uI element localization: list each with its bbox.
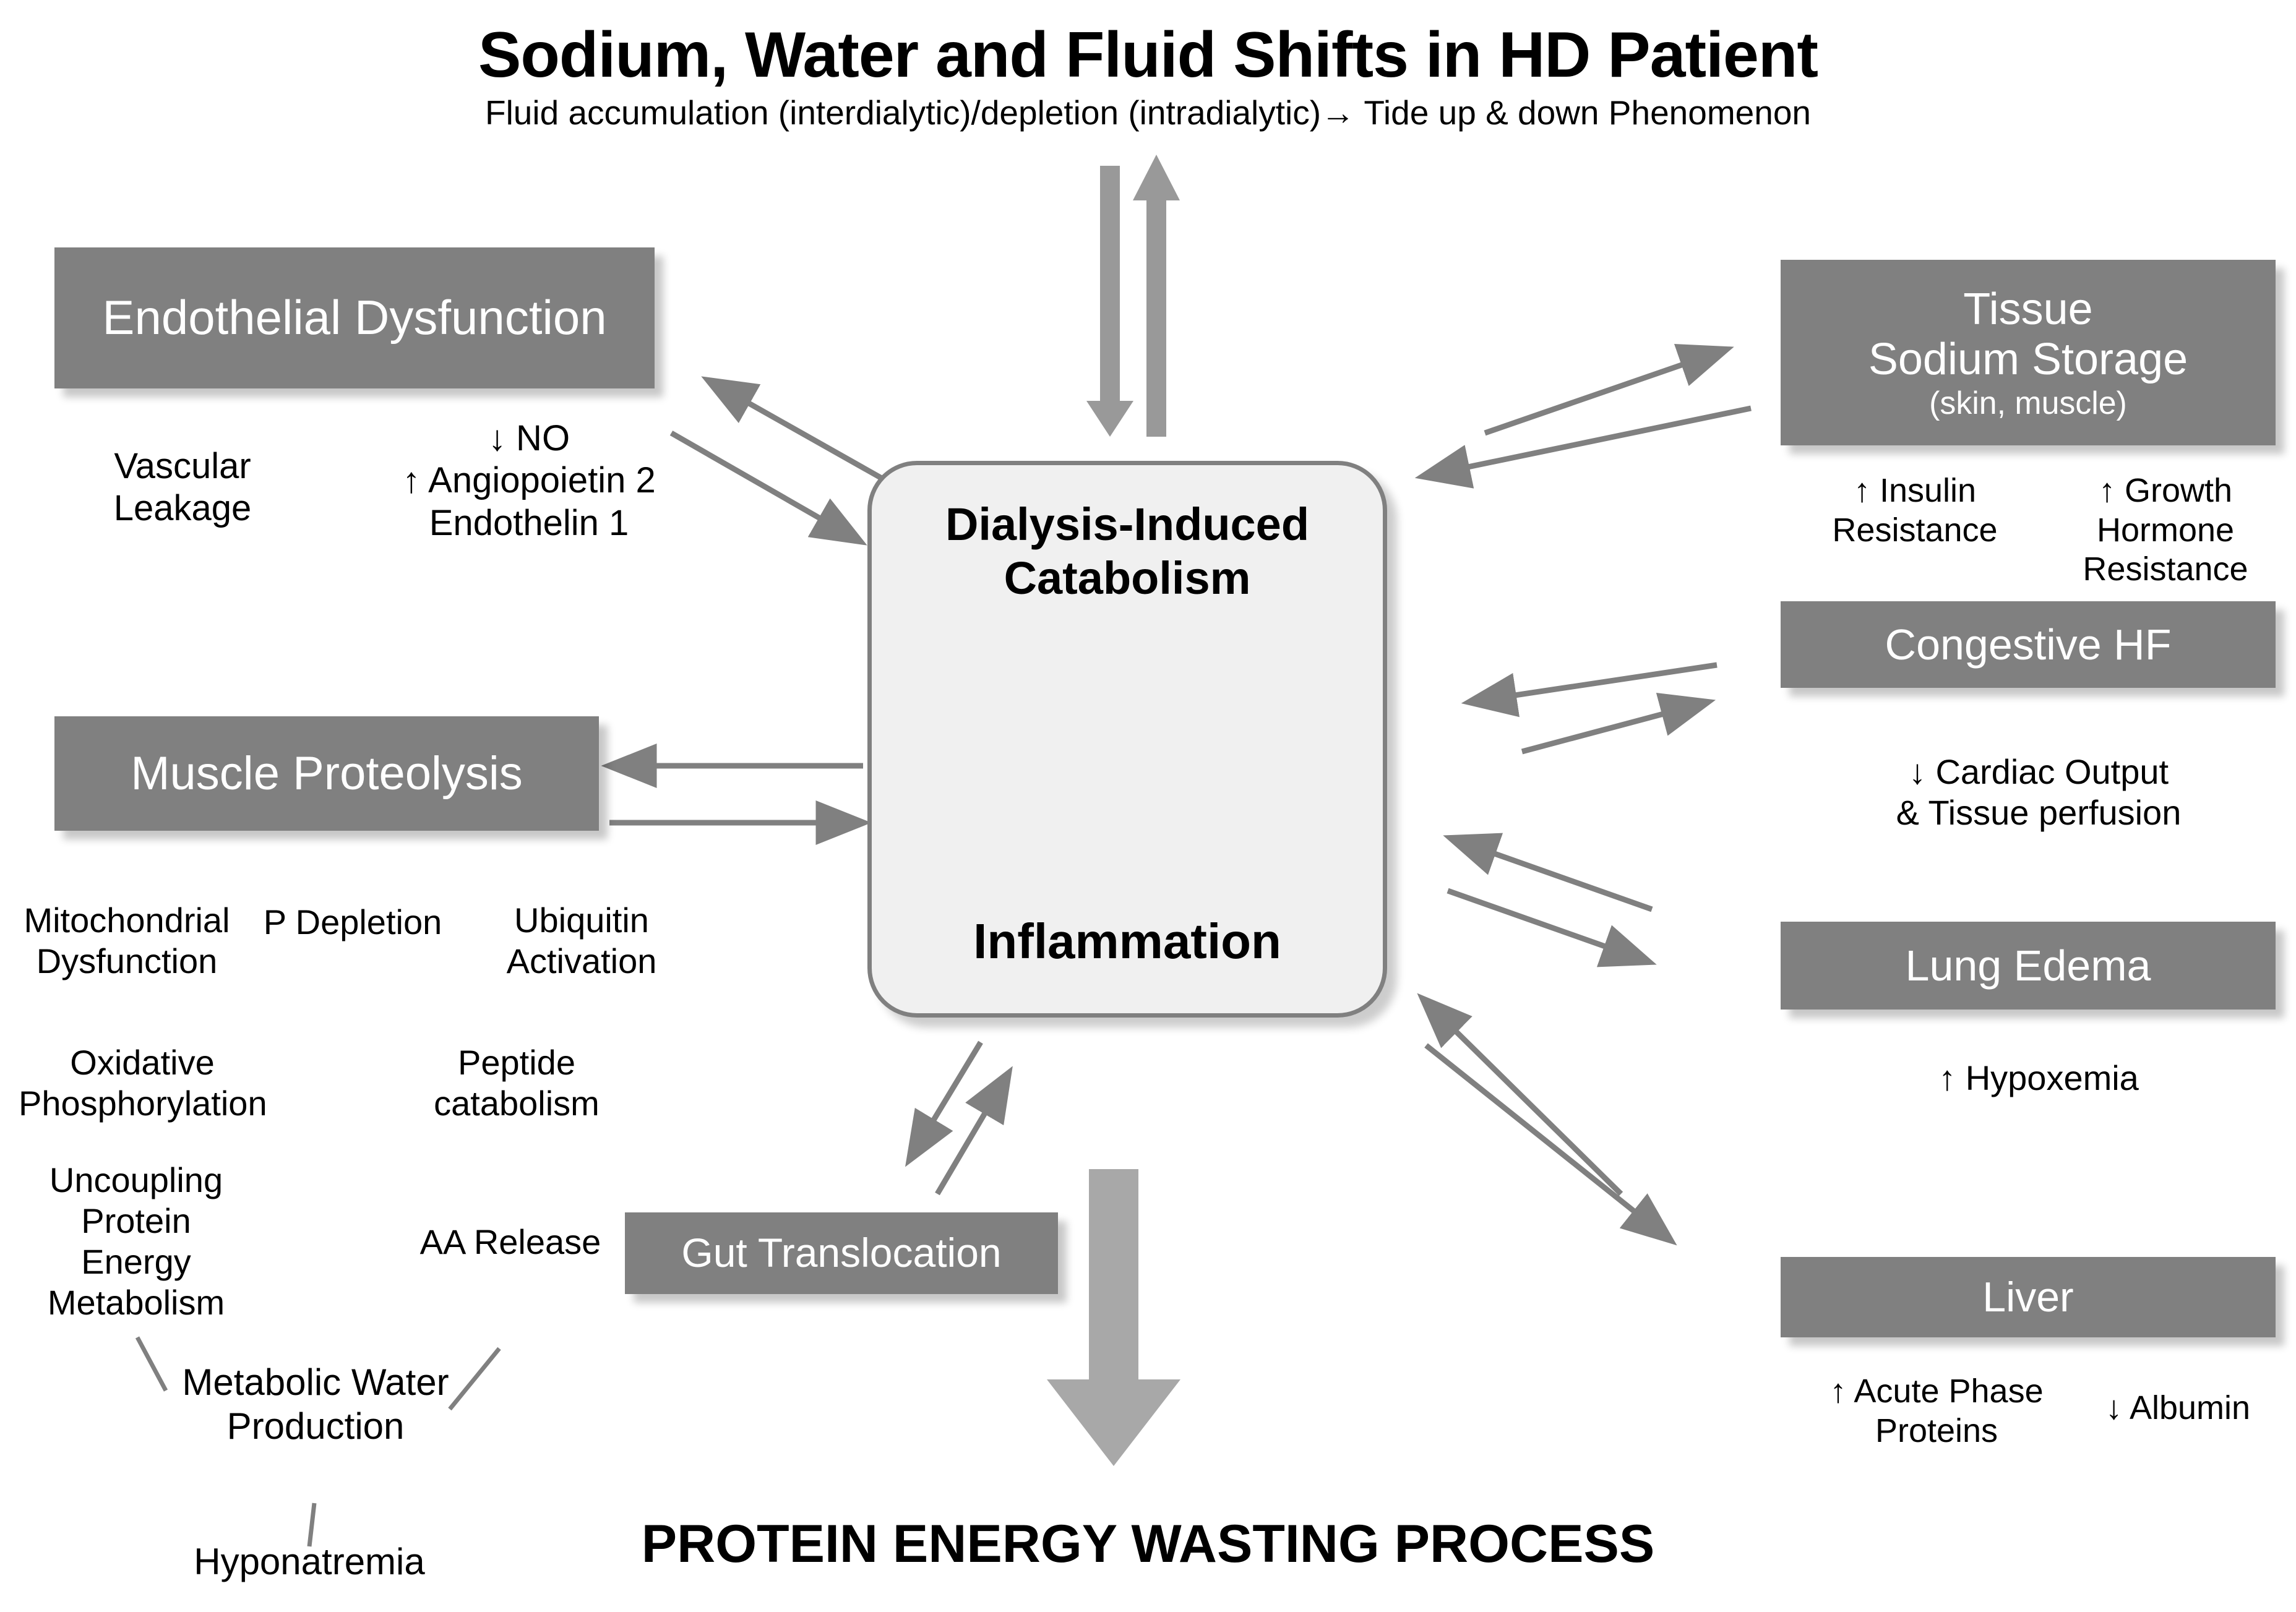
annotation-mitochondrial-dysfunction: Mitochondrial Dysfunction bbox=[24, 901, 230, 981]
annotation-uncoupling-protein-energy-metabolism: Uncoupling Protein Energy Metabolism bbox=[47, 1160, 225, 1323]
box-endothelial-dysfunction-label: Endothelial Dysfunction bbox=[102, 290, 607, 345]
arrow-center-to-tissue-sodium bbox=[1484, 344, 1734, 436]
thick-up-arrow-top bbox=[1133, 155, 1180, 437]
line-metabolism-to-metabolic-water bbox=[135, 1336, 168, 1392]
arrow-gut-to-inflammation bbox=[935, 1066, 1013, 1196]
box-tissue-sodium-storage-line3: (skin, muscle) bbox=[1929, 384, 2127, 421]
annotation-hyponatremia: Hyponatremia bbox=[194, 1541, 425, 1582]
box-tissue-sodium-storage-line1: Tissue bbox=[1963, 285, 2093, 335]
annotation-vascular-leakage: Vascular Leakage bbox=[113, 446, 252, 529]
annotation-p-depletion: P Depletion bbox=[263, 902, 442, 941]
annotation-hypoxemia: ↑ Hypoxemia bbox=[1938, 1058, 2139, 1097]
arrow-inflammation-to-liver bbox=[1424, 1043, 1677, 1246]
arrow-center-to-congestive-hf bbox=[1521, 692, 1716, 755]
annotation-peptide-catabolism: Peptide catabolism bbox=[434, 1043, 600, 1123]
annotation-albumin: ↓ Albumin bbox=[2105, 1389, 2251, 1426]
arrow-center-to-lung-edema bbox=[1447, 888, 1657, 967]
center-node-title-line1: Dialysis-Induced bbox=[945, 499, 1310, 550]
thick-down-arrow-bottom bbox=[1047, 1169, 1180, 1466]
annotation-cardiac-output: ↓ Cardiac Output & Tissue perfusion bbox=[1896, 752, 2182, 833]
annotation-oxidative-phosphorylation: Oxidative Phosphorylation bbox=[19, 1043, 267, 1123]
box-gut-translocation-label: Gut Translocation bbox=[681, 1230, 1002, 1276]
box-endothelial-dysfunction[interactable]: Endothelial Dysfunction bbox=[54, 247, 655, 388]
page-title: Sodium, Water and Fluid Shifts in HD Pat… bbox=[478, 19, 1818, 91]
box-congestive-hf[interactable]: Congestive HF bbox=[1781, 601, 2276, 688]
box-liver[interactable]: Liver bbox=[1781, 1257, 2276, 1337]
annotation-growth-hormone-resistance: ↑ Growth Hormone Resistance bbox=[2083, 472, 2248, 588]
thick-down-arrow-top bbox=[1086, 166, 1133, 437]
arrow-endothelial-to-center bbox=[669, 431, 867, 546]
annotation-ubiquitin-activation: Ubiquitin Activation bbox=[506, 901, 657, 981]
annotation-metabolic-water-production: Metabolic Water Production bbox=[182, 1361, 449, 1447]
box-gut-translocation[interactable]: Gut Translocation bbox=[625, 1212, 1058, 1294]
box-congestive-hf-label: Congestive HF bbox=[1885, 620, 2172, 669]
arrow-congestive-hf-to-center bbox=[1461, 662, 1718, 718]
arrow-center-to-endothelial bbox=[701, 376, 902, 491]
box-liver-label: Liver bbox=[1982, 1273, 2074, 1321]
box-tissue-sodium-storage-line2: Sodium Storage bbox=[1868, 334, 2188, 384]
arrow-lung-edema-to-center bbox=[1443, 833, 1653, 912]
center-node-bottom-label: Inflammation bbox=[973, 914, 1281, 969]
annotation-acute-phase-proteins: ↑ Acute Phase Proteins bbox=[1829, 1373, 2044, 1449]
center-node-title: Dialysis-Induced Catabolism bbox=[872, 497, 1383, 606]
box-muscle-proteolysis-label: Muscle Proteolysis bbox=[131, 747, 523, 800]
annotation-aa-release: AA Release bbox=[419, 1222, 601, 1261]
box-muscle-proteolysis[interactable]: Muscle Proteolysis bbox=[54, 716, 599, 831]
arrow-tissue-sodium-to-center bbox=[1414, 405, 1752, 489]
center-node-title-line2: Catabolism bbox=[1004, 552, 1251, 604]
box-lung-edema[interactable]: Lung Edema bbox=[1781, 922, 2276, 1010]
page-subtitle: Fluid accumulation (interdialytic)/deple… bbox=[484, 93, 1812, 132]
arrow-inflammation-to-gut bbox=[905, 1040, 983, 1167]
box-tissue-sodium-storage[interactable]: Tissue Sodium Storage (skin, muscle) bbox=[1781, 260, 2276, 445]
footer-title: PROTEIN ENERGY WASTING PROCESS bbox=[641, 1514, 1655, 1574]
annotation-no-angiopoietin-endothelin: ↓ NO ↑ Angiopoietin 2 Endothelin 1 bbox=[402, 418, 656, 543]
center-node-dialysis-inflammation[interactable]: Dialysis-Induced Catabolism Inflammation bbox=[867, 461, 1387, 1018]
arrow-liver-to-inflammation bbox=[1417, 993, 1623, 1196]
box-lung-edema-label: Lung Edema bbox=[1905, 941, 2151, 990]
annotation-insulin-resistance: ↑ Insulin Resistance bbox=[1832, 472, 1998, 549]
